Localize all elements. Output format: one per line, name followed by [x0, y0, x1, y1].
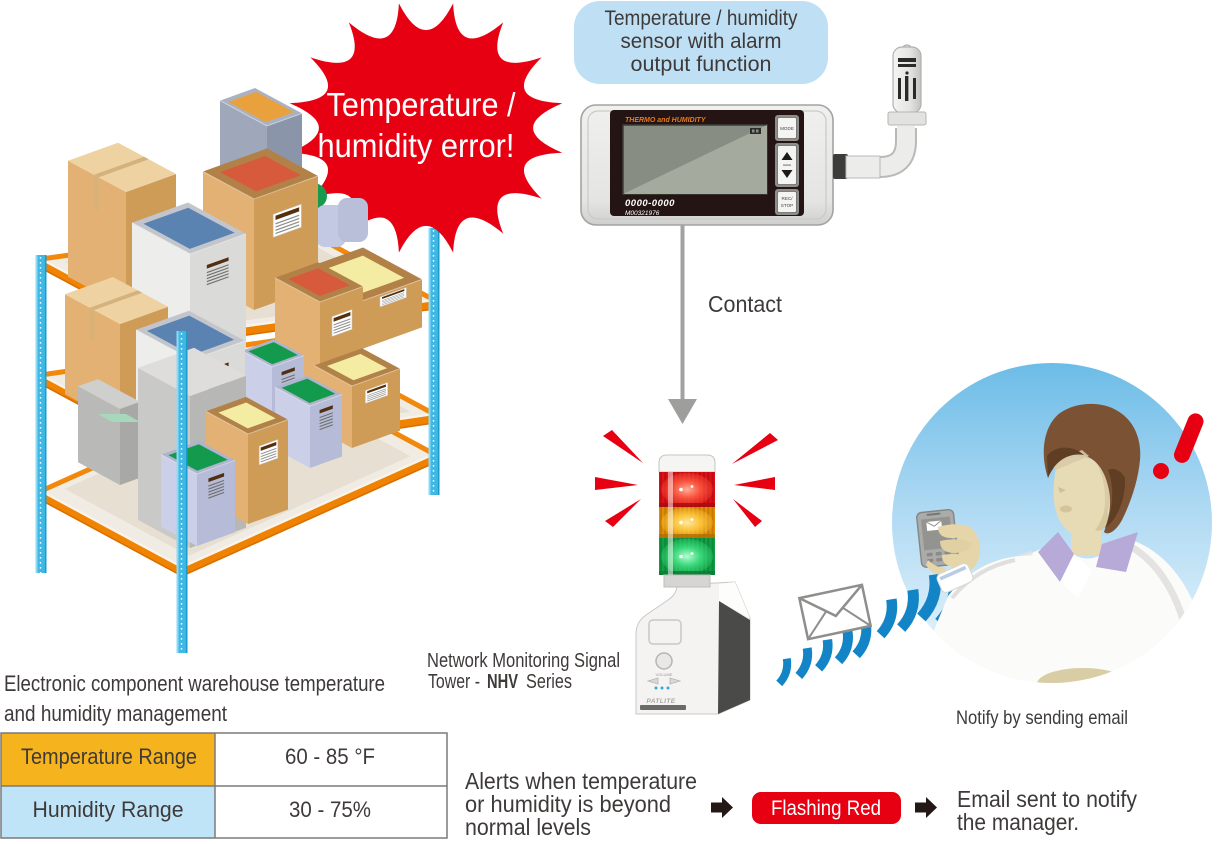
svg-text:and humidity management: and humidity management [4, 701, 227, 726]
svg-text:Tower -: Tower - [428, 671, 480, 693]
svg-text:Electronic component warehouse: Electronic component warehouse temperatu… [4, 671, 385, 696]
svg-text:MODE: MODE [780, 126, 794, 131]
svg-text:VOLUME: VOLUME [656, 672, 673, 677]
svg-text:30 - 75%: 30 - 75% [289, 797, 371, 822]
svg-text:PATLITE: PATLITE [647, 698, 676, 705]
svg-text:THERMO and HUMIDITY: THERMO and HUMIDITY [625, 117, 707, 124]
svg-text:Email sent to notify: Email sent to notify [957, 786, 1137, 812]
svg-text:Temperature /: Temperature / [327, 86, 517, 123]
svg-text:STOP: STOP [781, 203, 793, 208]
svg-text:Temperature / humidity: Temperature / humidity [605, 7, 798, 30]
svg-text:Humidity Range: Humidity Range [33, 797, 184, 822]
svg-text:NHV: NHV [487, 671, 518, 693]
svg-text:Flashing Red: Flashing Red [771, 797, 881, 820]
svg-text:output function: output function [631, 53, 772, 76]
svg-text:Series: Series [526, 671, 572, 693]
svg-text:Temperature Range: Temperature Range [21, 744, 197, 769]
svg-text:0000-0000: 0000-0000 [625, 198, 675, 209]
svg-text:normal levels: normal levels [465, 814, 591, 839]
svg-text:60 - 85 °F: 60 - 85 °F [285, 744, 375, 769]
svg-text:sensor with alarm: sensor with alarm [621, 30, 782, 53]
svg-text:Contact: Contact [708, 291, 783, 317]
svg-text:Network Monitoring Signal: Network Monitoring Signal [427, 650, 620, 672]
svg-text:the manager.: the manager. [957, 809, 1079, 835]
svg-text:REC/: REC/ [782, 196, 794, 201]
svg-text:Notify by sending email: Notify by sending email [956, 707, 1128, 729]
svg-text:M00321976: M00321976 [625, 210, 660, 217]
svg-text:Alerts when temperature: Alerts when temperature [465, 768, 697, 794]
svg-text:or humidity is beyond: or humidity is beyond [465, 791, 671, 817]
svg-text:humidity error!: humidity error! [318, 127, 515, 164]
